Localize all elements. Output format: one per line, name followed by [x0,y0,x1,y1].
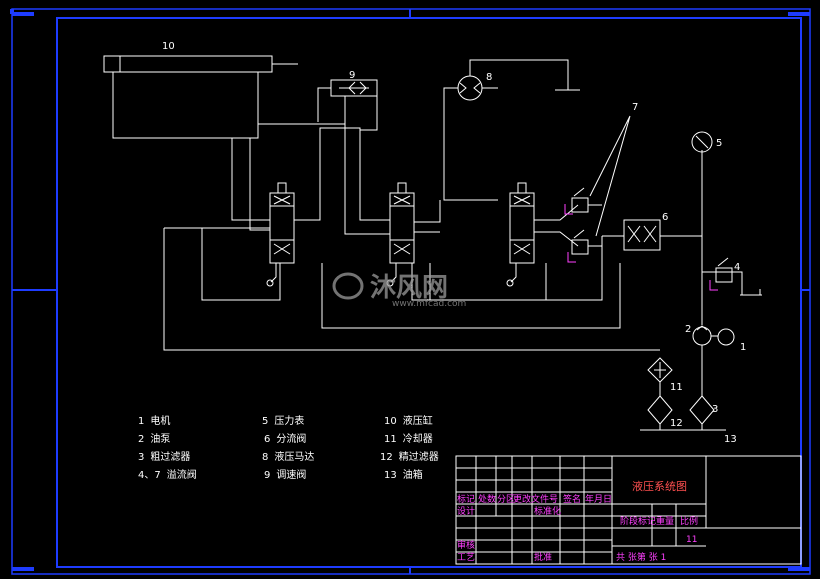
label-11: 11 [670,382,683,393]
tb-standardize: 标准化 [534,505,561,517]
hydraulic-motor: 8 [443,59,580,201]
flow-divider-valve: 6 [602,212,668,251]
label-8: 8 [486,72,492,83]
relief-valve-4: 4 [709,257,740,291]
tb-process: 工艺 [457,552,475,563]
watermark-logo-icon [332,272,364,300]
watermark-brand: 沐风网 [370,273,448,303]
pressure-gauge: 5 [691,131,722,153]
label-1: 1 [740,342,746,353]
label-10: 10 [162,41,175,52]
relief-valve-upper [571,187,602,213]
label-2: 2 [685,324,691,335]
label-5: 5 [716,138,722,149]
tb-scale: 比例 [680,515,698,527]
tb-zone: 分区 [497,494,515,505]
drain-marks [564,204,576,263]
tb-design: 设计 [457,505,475,517]
tb-sheets: 共 张第 张 1 [616,551,666,563]
drawing-frame [10,8,811,575]
tb-count: 处数 [478,493,496,505]
label-9: 9 [349,70,355,81]
tb-date: 年月日 [585,493,612,505]
tb-change-doc: 更改文件号 [513,493,558,505]
directional-valve-2 [386,182,415,287]
coarse-filter: 3 [689,395,718,430]
label-6: 6 [662,212,668,223]
leader-7 [589,115,631,237]
label-13: 13 [724,434,737,445]
watermark: 沐风网 www.mfcad.com [332,272,466,309]
tb-stage-mark: 阶段标记 [620,515,656,527]
directional-valve-3 [506,182,535,287]
tb-scale-value: 11 [686,535,697,545]
watermark-url: www.mfcad.com [392,299,466,309]
label-7: 7 [632,102,638,113]
pump-motor: 2 1 [685,324,746,396]
label-4: 4 [734,262,740,273]
tb-mark: 标记 [457,493,475,505]
hydraulic-cylinder: 10 [103,41,346,139]
reservoir: 13 [640,429,737,445]
tb-weight: 重量 [656,515,674,527]
label-12: 12 [670,418,683,429]
pipework [163,124,762,351]
drawing-title: 液压系统图 [632,479,687,493]
tb-approve: 批准 [534,551,552,563]
tb-signature: 签名 [563,493,581,505]
relief-valve-lower [571,229,602,255]
label-3: 3 [712,404,718,415]
speed-control-valve: 9 [317,70,378,131]
fine-filter: 12 [647,382,683,430]
cooler: 11 [647,357,683,393]
title-block: 液压系统图 标记 处数 分区 更改文件号 签名 年月日 设计 标准化 阶段标记 … [455,455,802,565]
tb-review: 审核 [457,539,475,551]
